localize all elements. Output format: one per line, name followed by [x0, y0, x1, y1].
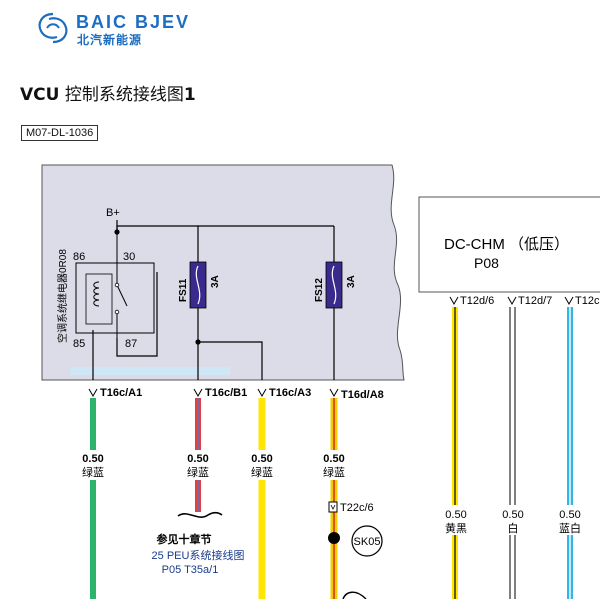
wire-break-symbol	[177, 511, 223, 518]
wire3-color: 绿蓝	[251, 465, 273, 479]
relay87-wire	[116, 272, 158, 357]
wire2-size: 0.50	[187, 453, 208, 465]
fuse-fs12-rating: 3A	[346, 275, 357, 288]
fuse-fs11-element	[195, 265, 201, 305]
sk05-circle	[351, 525, 383, 557]
connector-a1-label: T16c/A1	[100, 387, 142, 399]
dc-chm-code: P08	[474, 255, 499, 271]
relay-switch-contact	[116, 284, 128, 307]
bplus-label: B+	[106, 207, 120, 219]
fuse-fs11-rating: 3A	[210, 275, 221, 288]
dc-wire1-size: 0.50	[445, 509, 466, 521]
dc-wire2-color: 白	[508, 521, 519, 535]
dc-wire-label-bg-2	[499, 505, 527, 535]
connector-a3: T16c/A3	[257, 387, 311, 399]
connector-b1: T16c/B1	[193, 387, 247, 399]
connector-a1: T16c/A1	[88, 387, 142, 399]
wire-label-bg-4	[321, 450, 349, 480]
wire4-color: 绿蓝	[323, 465, 345, 479]
bottom-partial-circle	[342, 591, 367, 599]
wire3-size: 0.50	[251, 453, 272, 465]
vcu-module-block	[41, 164, 405, 381]
baic-logo-icon	[38, 12, 68, 44]
dc-pin-3-label: T12c	[575, 295, 600, 307]
wire4-size: 0.50	[323, 453, 344, 465]
dc-wire-label-bg-1	[442, 505, 470, 535]
relay-name-label: 空调系统继电器0R08	[56, 249, 69, 343]
wire-label-bg-2	[185, 450, 213, 480]
fuse1-branch	[198, 341, 263, 380]
connector-a3-label: T16c/A3	[269, 387, 311, 399]
dc-pin-1: T12d/6	[449, 295, 494, 307]
relay-coil-icon	[93, 281, 100, 307]
splice-node	[328, 532, 340, 544]
dc-pin-3: T12c	[564, 295, 600, 307]
fuse-fs11-name: FS11	[178, 278, 189, 302]
connector-a8-label: T16d/A8	[341, 389, 384, 401]
relay-pin-30: 30	[123, 251, 135, 263]
wire-label-bg-1	[80, 450, 108, 480]
brand-name: BAIC BJEV	[76, 12, 191, 32]
dc-chm-box	[418, 196, 600, 293]
bplus-to-fuse	[116, 225, 199, 262]
dc-pin-2: T12d/7	[507, 295, 552, 307]
title-cn: 控制系统接线图	[59, 85, 184, 105]
relay-pin-85: 85	[73, 338, 85, 350]
wire1-color: 绿蓝	[82, 465, 104, 479]
page-title: VCU 控制系统接线图1	[20, 80, 196, 105]
wire2-color: 绿蓝	[187, 465, 209, 479]
sk05-label: SK05	[354, 536, 381, 548]
relay-pin-86: 86	[73, 251, 85, 263]
relay-coil-frame	[85, 273, 113, 325]
dc-pin-2-label: T12d/7	[518, 295, 552, 307]
connector-b1-label: T16c/B1	[205, 387, 247, 399]
relay-switch-node-b	[114, 309, 120, 315]
reference-line1: 参见十章节	[157, 532, 212, 546]
wire1-size: 0.50	[82, 453, 103, 465]
title-prefix: VCU	[20, 85, 60, 105]
dc-wire3-size: 0.50	[559, 509, 580, 521]
brand-subtitle: 北汽新能源	[77, 33, 143, 47]
relay-box	[75, 262, 155, 334]
wire-label-bg-3	[249, 450, 277, 480]
reference-line3: P05 T35a/1	[162, 564, 219, 576]
vcu-highlight-strip	[70, 367, 230, 375]
dc-pin-1-label: T12d/6	[460, 295, 494, 307]
splice-connector-label: T22c/6	[340, 502, 374, 514]
relay-switch-node-a	[114, 282, 120, 288]
doc-code: M07-DL-1036	[21, 125, 99, 141]
connector-a8: T16d/A8	[329, 388, 384, 401]
dc-wire2-size: 0.50	[502, 509, 523, 521]
fuse-fs12-element	[331, 265, 337, 305]
dc-wire-label-bg-3	[553, 505, 587, 535]
splice-connector-icon	[328, 501, 338, 513]
reference-line2: 25 PEU系统接线图	[152, 548, 245, 562]
dc-wire1-color: 黄黑	[445, 521, 467, 535]
fuse-fs12-name: FS12	[314, 278, 325, 302]
title-num: 1	[183, 85, 196, 105]
dc-wire3-color: 蓝白	[559, 521, 581, 535]
dc-chm-title: DC-CHM （低压）	[444, 236, 569, 253]
relay-pin-87: 87	[125, 338, 137, 350]
